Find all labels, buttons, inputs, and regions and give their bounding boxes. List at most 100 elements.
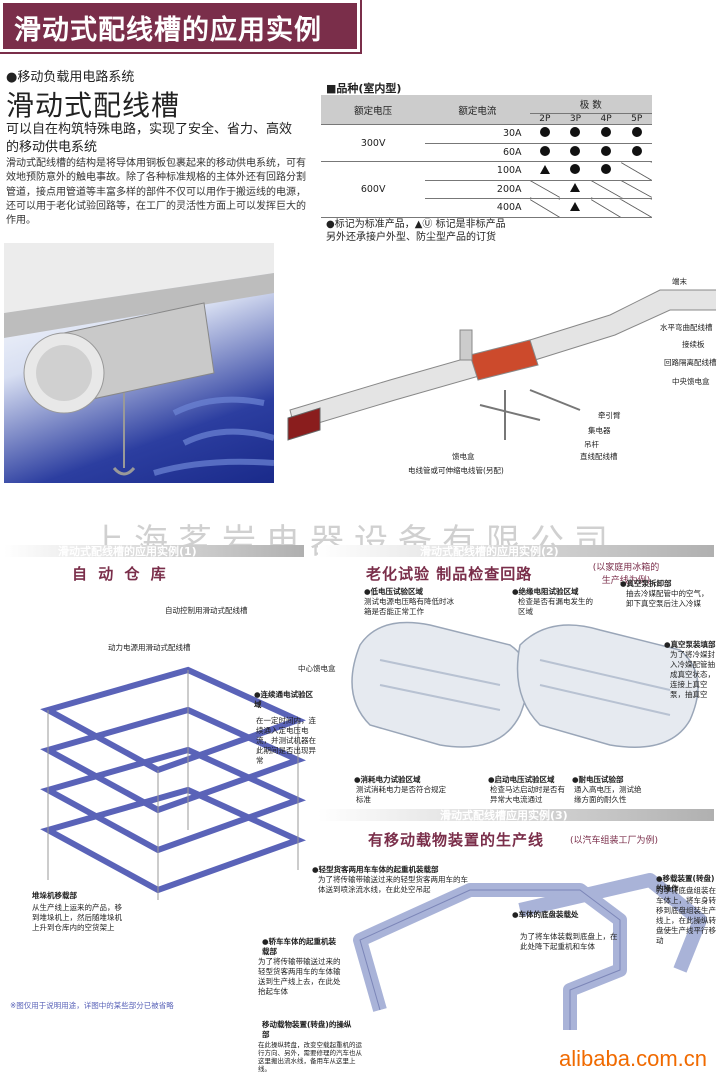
busway-illustration	[287, 289, 719, 441]
standard-mark	[529, 143, 561, 162]
stacker-desc: 从生产线上运来的产品，移到堆垛机上，然后随堆垛机上升到仓库内的空货架上	[32, 903, 122, 932]
product-title: 滑动式配线槽	[6, 89, 181, 122]
table-row: 400A	[321, 198, 652, 218]
light-vehicle-desc: 为了将传输带输送过来的轻型货客两用车的车体送到喷涂流水线，在此处空吊起	[318, 875, 468, 894]
pole-header: 2P	[529, 113, 561, 125]
pole-header: 4P	[590, 113, 622, 125]
standard-mark	[560, 124, 591, 144]
dot-icon	[601, 127, 612, 138]
label-center-box: 中央馈电盒	[672, 377, 710, 386]
section2-tag: 滑动式配线槽的应用实例(2)	[420, 545, 559, 558]
vacuum-out-title: ●真空泵拆卸部	[620, 579, 672, 588]
triangle-icon	[539, 164, 550, 174]
low-voltage-desc: 测试电源电压略有降低时冰箱是否能正常工作	[364, 597, 454, 616]
nonstandard-mark	[560, 180, 591, 199]
standard-mark	[560, 161, 591, 181]
label-collector: 集电器	[588, 426, 611, 435]
label-feed-box: 馈电盒	[452, 452, 475, 461]
section1-label-power: 动力电源用滑动式配线槽	[108, 643, 191, 652]
section1-label-control: 自动控制用滑动式配线槽	[165, 606, 248, 615]
not-available-cell	[590, 180, 622, 199]
continuous-title: ●连续通电试验区域	[254, 690, 314, 709]
table-title: ■品种(室内型)	[326, 82, 402, 95]
mover-title: ●移载装置(转盘)的操作	[656, 874, 715, 893]
dot-icon	[631, 127, 642, 138]
standard-mark	[529, 124, 561, 144]
standard-mark	[560, 143, 591, 162]
power-desc: 测试消耗电力是否符合规定标准	[356, 785, 446, 804]
stacker-title: 堆垛机移载部	[32, 891, 77, 900]
table-row: 60A	[321, 143, 652, 162]
dot-icon	[570, 164, 581, 175]
dot-icon	[601, 164, 612, 175]
not-available-cell	[621, 180, 652, 199]
not-available-cell	[621, 198, 652, 218]
section1-bar	[4, 545, 304, 557]
section1-heading: 自 动 仓 库	[72, 565, 169, 583]
low-voltage-title: ●低电压试验区域	[364, 587, 424, 596]
section3-bar	[318, 809, 714, 821]
cell-voltage: 600V	[321, 161, 426, 218]
table-note-2: 另外还承接户外型、防尘型产品的订货	[326, 232, 496, 243]
insulation-title: ●绝缘电阻试验区域	[512, 587, 579, 596]
cell-current: 60A	[425, 143, 530, 162]
pole-header: 5P	[621, 113, 652, 125]
nonstandard-mark	[560, 198, 591, 218]
cell-current: 400A	[425, 198, 530, 218]
table-row: 200A	[321, 180, 652, 199]
label-straight: 直线配线槽	[580, 452, 618, 461]
nonstandard-mark	[529, 161, 561, 181]
standard-mark	[590, 124, 622, 144]
triangle-icon	[570, 183, 581, 193]
section3-heading: 有移动载物装置的生产线	[368, 831, 545, 849]
assembly-line-illustration	[353, 873, 707, 1030]
label-isolation: 回路隔离配线槽	[664, 358, 717, 367]
continuous-desc: 在一定时间内，连续通入定电压电流，并测试机器在此期间是否出现异常	[256, 716, 316, 765]
title-banner	[0, 0, 362, 54]
standard-mark	[621, 143, 652, 162]
alibaba-logo[interactable]: alibaba.com.cn	[559, 1046, 707, 1071]
section3-heading-note: (以汽车组装工厂为例)	[570, 836, 659, 846]
standard-mark	[590, 161, 622, 181]
section2-bar	[318, 545, 714, 557]
section1-footnote: ※图仅用于说明用途，详图中的某些部分已被省略	[10, 1001, 174, 1010]
withstand-title: ●耐电压试验部	[572, 775, 624, 784]
col-poles: 极 数	[529, 95, 652, 114]
insulation-desc: 检查是否有漏电发生的区域	[518, 597, 593, 616]
dot-icon	[601, 145, 612, 156]
car-body-title: ●轿车车体的起重机装载部	[262, 937, 337, 956]
cell-voltage: 300V	[321, 124, 426, 162]
dot-icon	[539, 145, 550, 156]
trolley-illustration	[4, 243, 274, 476]
label-end: 端末	[672, 277, 687, 286]
turntable-desc: 在此操纵转盘，改变空载起重机的运行方向、另外，需要修理的汽车也从这里搬出流水线，…	[258, 1041, 362, 1073]
label-cable: 电线管或可伸缩电线管(另配)	[408, 466, 504, 475]
chassis-title: ●车体的底盘装载处	[512, 910, 579, 919]
vacuum-out-desc: 抽去冷媒配管中的空气，卸下真空泵后注入冷媒	[626, 589, 709, 608]
withstand-desc: 通入高电压，测试绝缘方面的耐久性	[574, 785, 642, 804]
section1-tag: 滑动式配线槽的应用实例(1)	[58, 545, 197, 558]
car-body-desc: 为了将传输带输送过来的轻型货客两用车的车体输送到生产线上去，在此处抬起车体	[258, 957, 341, 996]
standard-mark	[621, 124, 652, 144]
label-joint: 接续板	[682, 340, 705, 349]
cell-current: 30A	[425, 124, 530, 144]
not-available-cell	[529, 198, 561, 218]
dot-icon	[570, 127, 581, 138]
section2-heading: 老化试验 制品检查回路	[366, 565, 533, 583]
label-traction: 牵引臂	[598, 411, 621, 420]
body-text: 滑动式配线槽的结构是将导体用铜板包裹起来的移动供电系统，可有效地预防意外的触电事…	[6, 158, 306, 227]
page-title: 滑动式配线槽的应用实例	[14, 15, 322, 46]
power-title: ●消耗电力试验区域	[354, 775, 421, 784]
section3-tag: 滑动式配线槽应用实例(3)	[440, 809, 568, 822]
vacuum-in-title: ●真空泵装填部	[664, 640, 716, 649]
busway-diagram	[280, 270, 719, 490]
light-vehicle-title: ●轻型货客两用车车体的起重机装载部	[312, 865, 439, 874]
not-available-cell	[621, 161, 652, 181]
intro-text: 可以自在构筑特殊电路，实现了安全、省力、高效的移动供电系统	[6, 122, 293, 155]
trolley-photo	[4, 243, 274, 483]
section2-heading-note: (以家庭用冰箱的生产线为例)	[592, 563, 660, 586]
table-note: ●标记为标准产品，▲Ⓤ 标记是非标产品 另外还承接户外型、防尘型产品的订货	[326, 218, 506, 244]
